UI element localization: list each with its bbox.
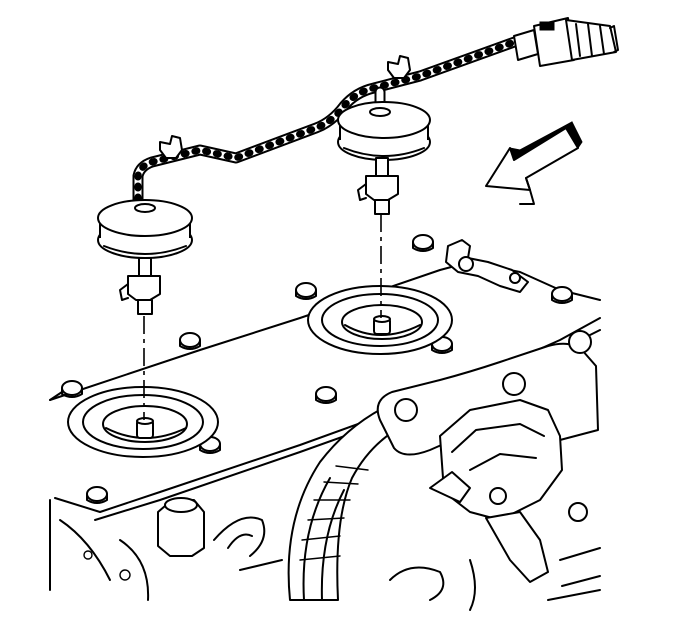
- rubber-grommet-icon: [98, 200, 192, 258]
- intake-manifold-icon: [289, 331, 600, 610]
- engine-block-lower-left: [50, 498, 282, 600]
- sensor-connector-icon: [120, 258, 160, 314]
- bolt-icon: [62, 381, 82, 397]
- sensor-mounting-bore-icon: [308, 286, 452, 354]
- sensor-connector-icon: [358, 158, 398, 214]
- engine-valley-cover: [50, 240, 600, 520]
- bolt-icon: [552, 287, 572, 303]
- electrical-connector-icon: [514, 18, 618, 66]
- bolt-icon: [180, 333, 200, 349]
- bolt-icon: [87, 487, 107, 503]
- bolt-icon: [413, 235, 433, 251]
- bolts: [62, 235, 572, 503]
- bolt-icon: [296, 283, 316, 299]
- direction-arrow-icon: [486, 122, 582, 204]
- harness-clip-icon: [388, 56, 410, 78]
- knock-sensor-harness-icon: [138, 40, 520, 210]
- rubber-grommet-icon: [338, 102, 430, 160]
- bolt-icon: [316, 387, 336, 403]
- sensor-mounting-bore-icon: [68, 387, 218, 457]
- harness-clip-icon: [160, 136, 182, 158]
